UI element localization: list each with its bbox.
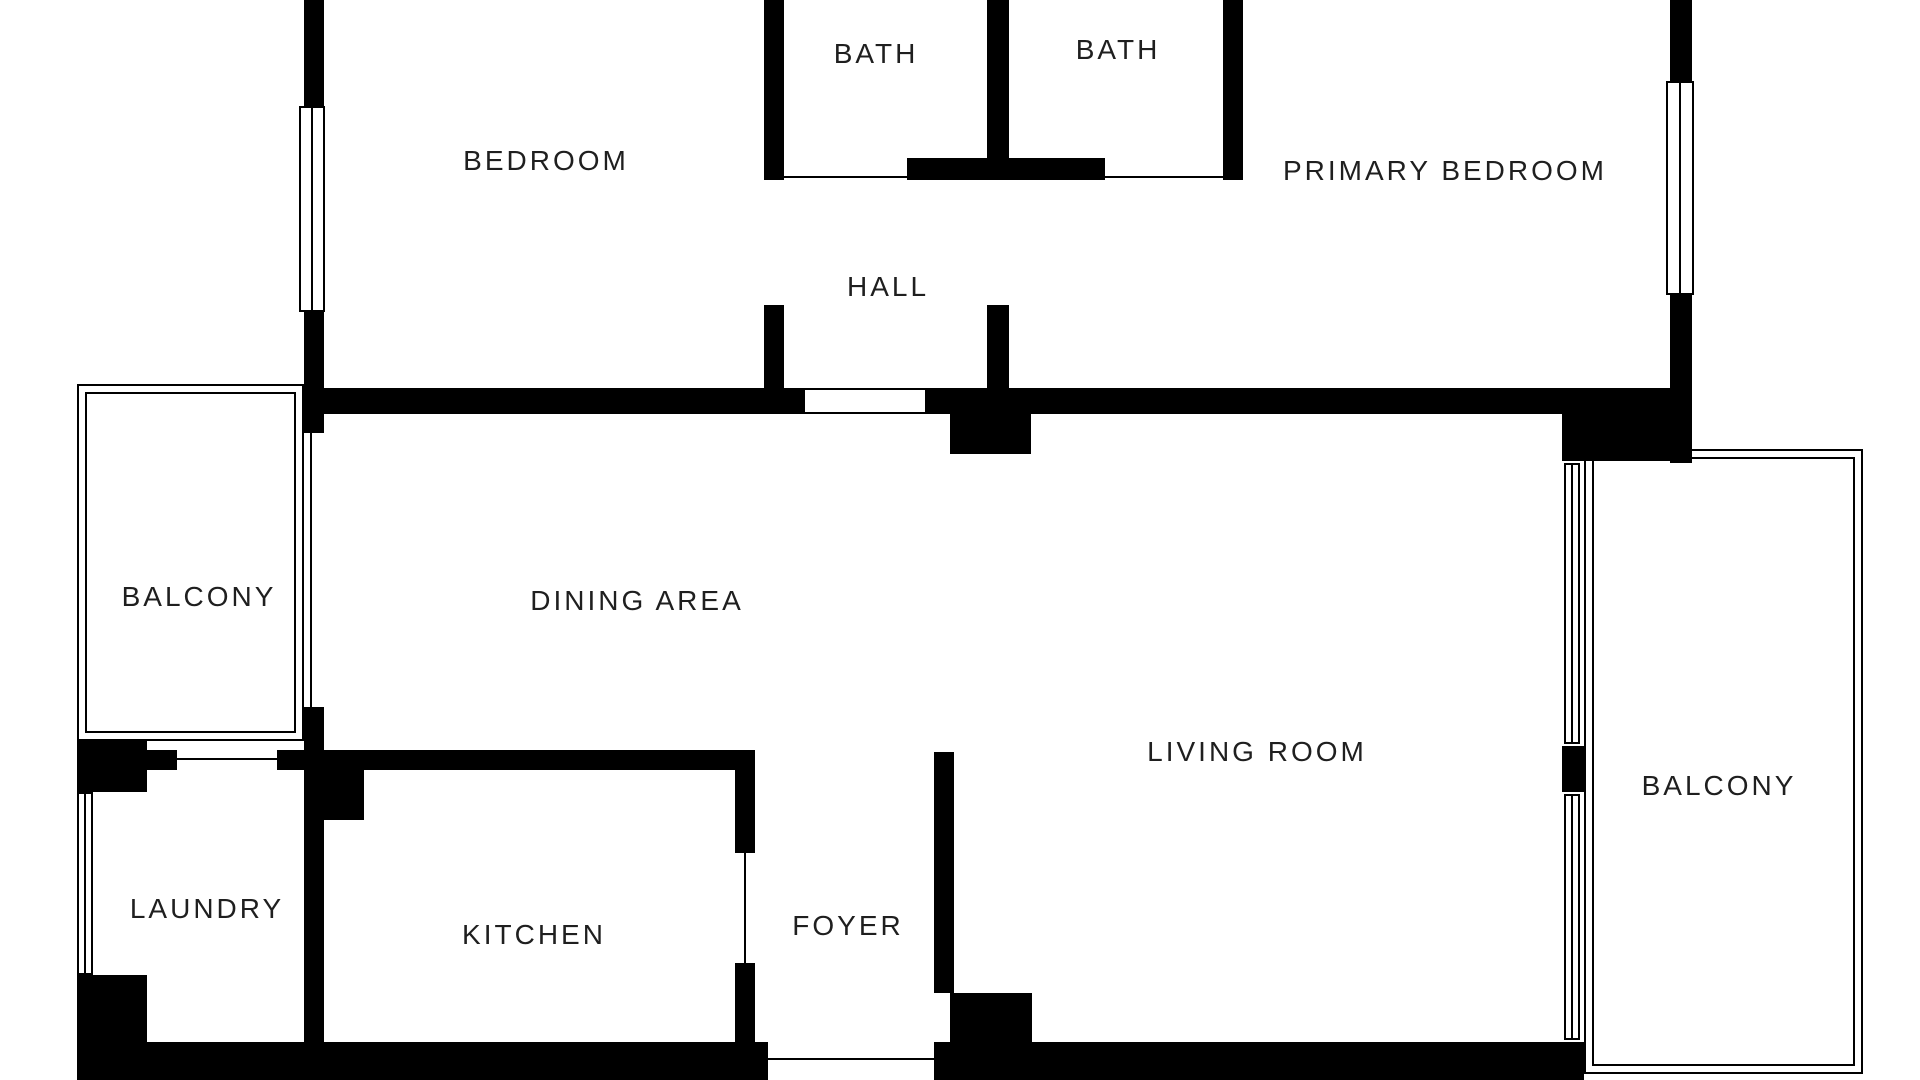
room-label-kitchen: KITCHEN [462, 919, 606, 950]
wall-bath2-east [1223, 0, 1243, 180]
wall-kitchen-top [324, 750, 755, 770]
wall-kitchen-pillar [324, 770, 364, 820]
opening-hall-top-line [805, 388, 925, 390]
wall-kitchen-east-upper [735, 750, 755, 853]
opening-balcony-west-door-line [310, 433, 312, 707]
room-label-bath-2: BATH [1075, 34, 1161, 65]
opening-entrance-door-line [768, 1058, 934, 1060]
wall-bedroom-bath-divider [764, 0, 784, 180]
sliding-door-living-balcony-lower [1564, 794, 1580, 1040]
window-primary-east [1666, 81, 1694, 295]
room-label-living-room: LIVING ROOM [1147, 736, 1367, 767]
opening-kitchen-door-line [744, 853, 746, 963]
opening-laundry-door-line [177, 758, 277, 760]
room-label-foyer: FOYER [792, 910, 904, 941]
wall-baths-bottom [907, 158, 1105, 180]
balcony-left-railing [77, 384, 304, 741]
room-label-bath-1: BATH [833, 38, 919, 69]
room-label-balcony-right: BALCONY [1641, 770, 1797, 801]
wall-laundry-top-a [147, 750, 177, 770]
window-bedroom-west [299, 106, 325, 312]
sliding-door-living-balcony-upper [1564, 463, 1580, 744]
opening-bath2-door-line [1105, 176, 1223, 178]
wall-bath-divider [987, 0, 1009, 180]
wall-hall-west [764, 305, 784, 393]
wall-bottom-left [77, 1042, 768, 1080]
wall-corner-northeast [1562, 388, 1692, 461]
wall-balcony-laundry-block [77, 741, 147, 792]
opening-bath1-door-line [784, 176, 907, 178]
room-label-primary-bedroom: PRIMARY BEDROOM [1282, 155, 1608, 186]
wall-bedroom-west-lower [304, 308, 324, 433]
wall-primary-east-upper [1670, 0, 1692, 85]
window-laundry-west [77, 792, 93, 975]
room-label-laundry: LAUNDRY [129, 893, 285, 924]
wall-laundry-top-b [277, 750, 304, 770]
wall-west-lower [304, 707, 324, 1080]
wall-hall-east [987, 305, 1009, 393]
wall-bottom-right [934, 1042, 1584, 1080]
room-label-hall: HALL [846, 271, 930, 302]
wall-pillar-hall [950, 388, 1031, 454]
balcony-right-railing [1584, 449, 1863, 1074]
room-label-bedroom: BEDROOM [463, 145, 629, 176]
wall-mid-west [304, 388, 805, 414]
wall-mid-east [925, 388, 1562, 414]
wall-living-west [934, 752, 954, 993]
opening-hall-bottom-line [805, 412, 925, 414]
wall-bedroom-west-upper [304, 0, 324, 110]
wall-living-east-block [1562, 746, 1584, 792]
room-label-balcony-left: BALCONY [121, 581, 277, 612]
room-label-dining-area: DINING AREA [530, 585, 744, 616]
